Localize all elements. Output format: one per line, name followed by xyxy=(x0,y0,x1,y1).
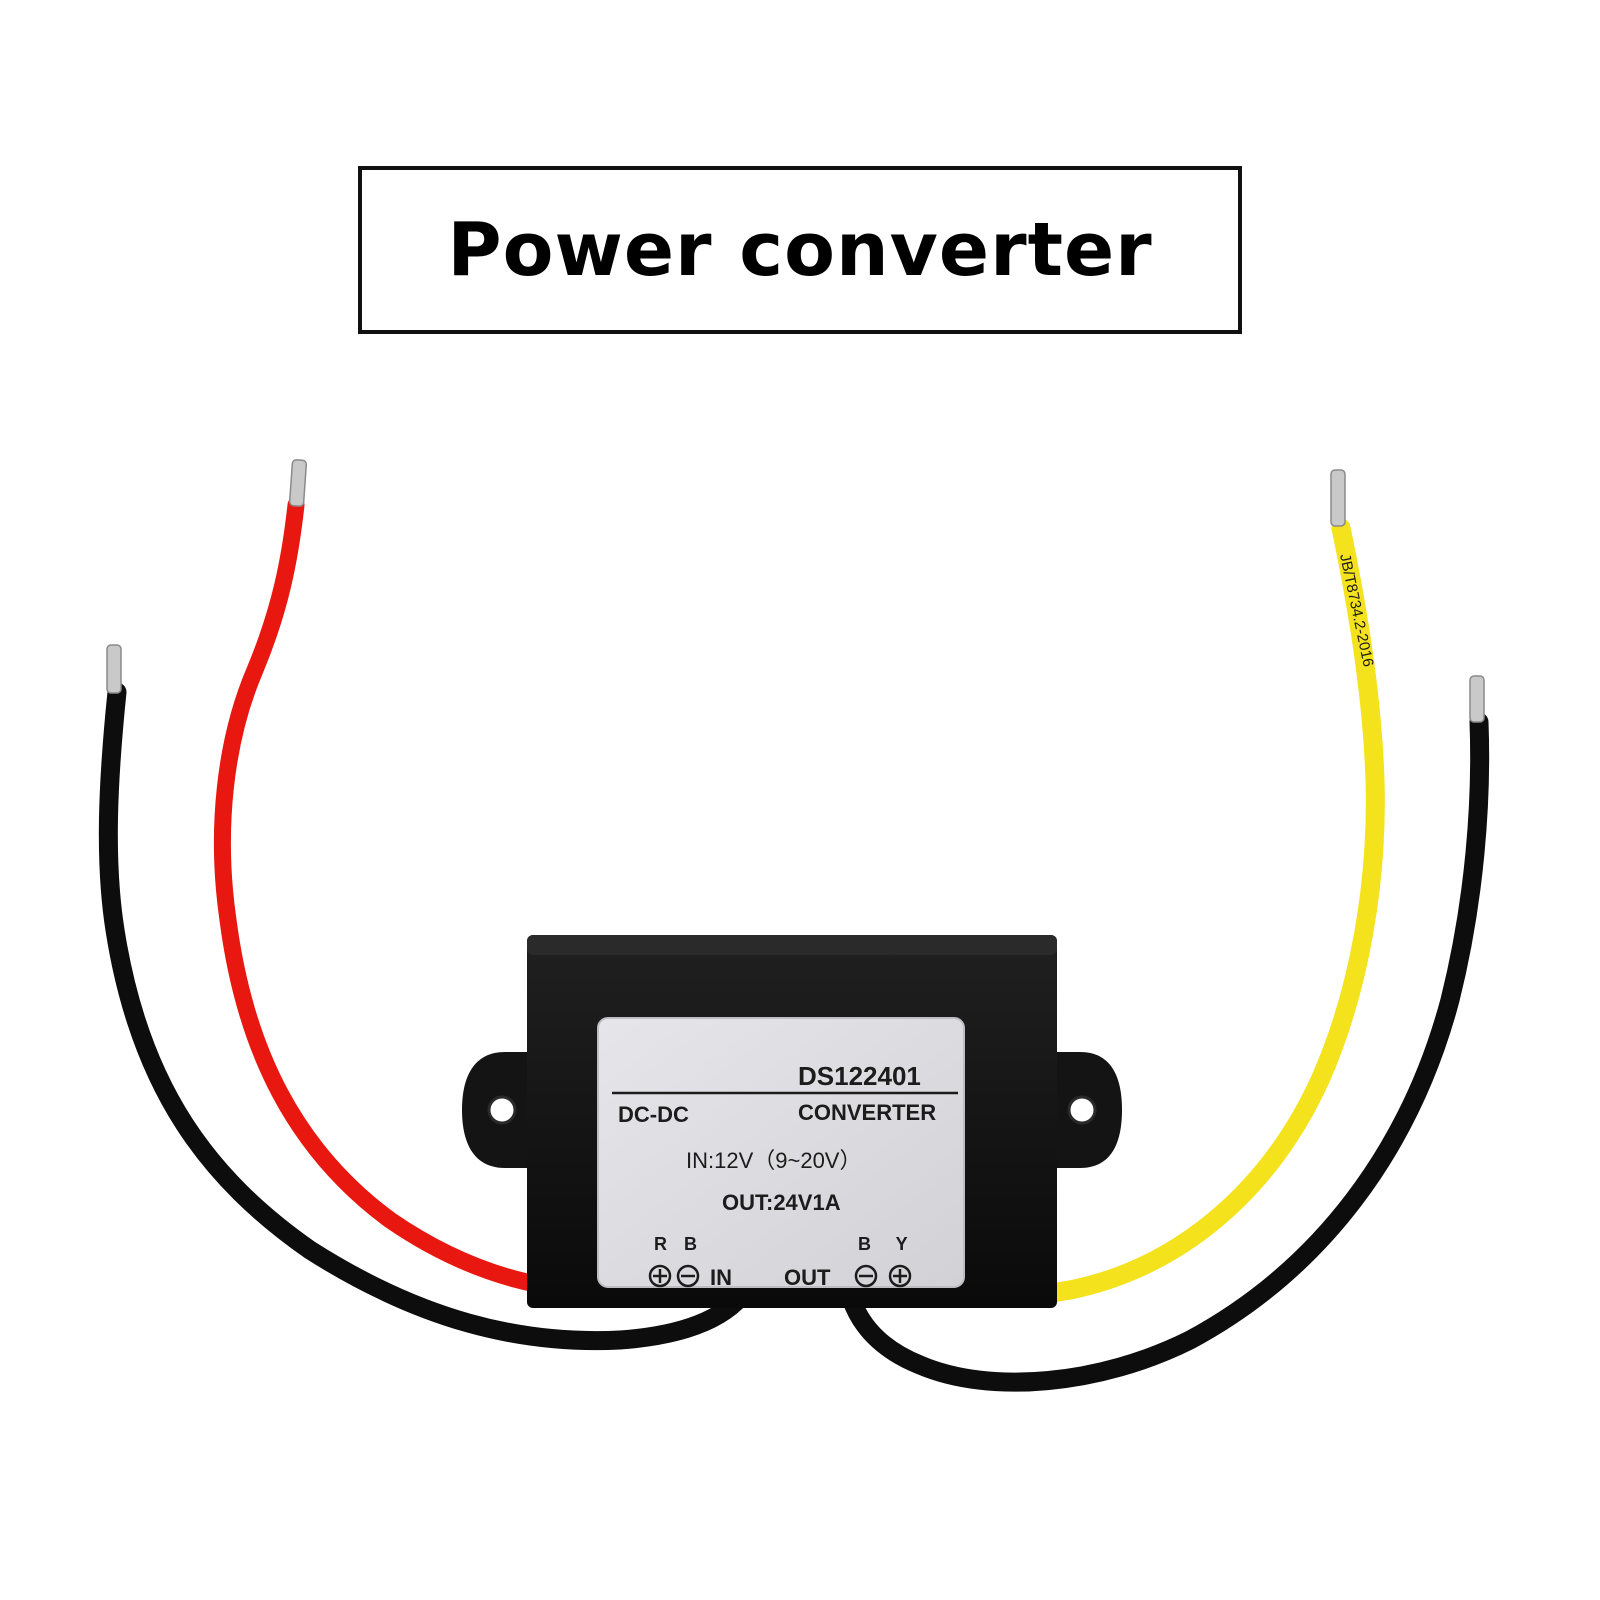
output-minus-icon xyxy=(854,1264,878,1288)
wire-print-text: JB/T8734.2-2016 xyxy=(1336,552,1377,668)
output-spec: OUT:24V1A xyxy=(722,1190,841,1215)
housing-lid-edge xyxy=(527,935,1057,955)
input-spec: IN:12V（9~20V） xyxy=(686,1148,862,1173)
left-black-wire xyxy=(98,682,762,1351)
right-yellow-wire-tip xyxy=(1330,469,1346,527)
right-mounting-ear xyxy=(1052,1052,1122,1168)
output-wire-colors: B Y xyxy=(858,1234,918,1254)
left-mounting-ear xyxy=(462,1052,532,1168)
right-black-wire xyxy=(836,712,1490,1392)
model-number: DS122401 xyxy=(798,1061,921,1091)
input-minus-icon xyxy=(676,1264,700,1288)
page-title: Power converter xyxy=(447,207,1153,293)
right-black-wire-tip xyxy=(1469,675,1485,723)
input-terminal-label: IN xyxy=(710,1265,732,1290)
type-right: CONVERTER xyxy=(798,1100,936,1125)
output-plus-icon xyxy=(888,1264,912,1288)
left-black-wire-tip xyxy=(106,644,122,694)
output-terminal-label: OUT xyxy=(784,1265,831,1290)
product-label: DS122401 DC-DC CONVERTER IN:12V（9~20V） O… xyxy=(597,1017,965,1290)
type-left: DC-DC xyxy=(618,1102,689,1127)
input-wire-colors: R B xyxy=(654,1234,703,1254)
title-box: Power converter xyxy=(358,166,1242,334)
left-red-wire-tip xyxy=(288,459,308,507)
input-plus-icon xyxy=(648,1264,672,1288)
